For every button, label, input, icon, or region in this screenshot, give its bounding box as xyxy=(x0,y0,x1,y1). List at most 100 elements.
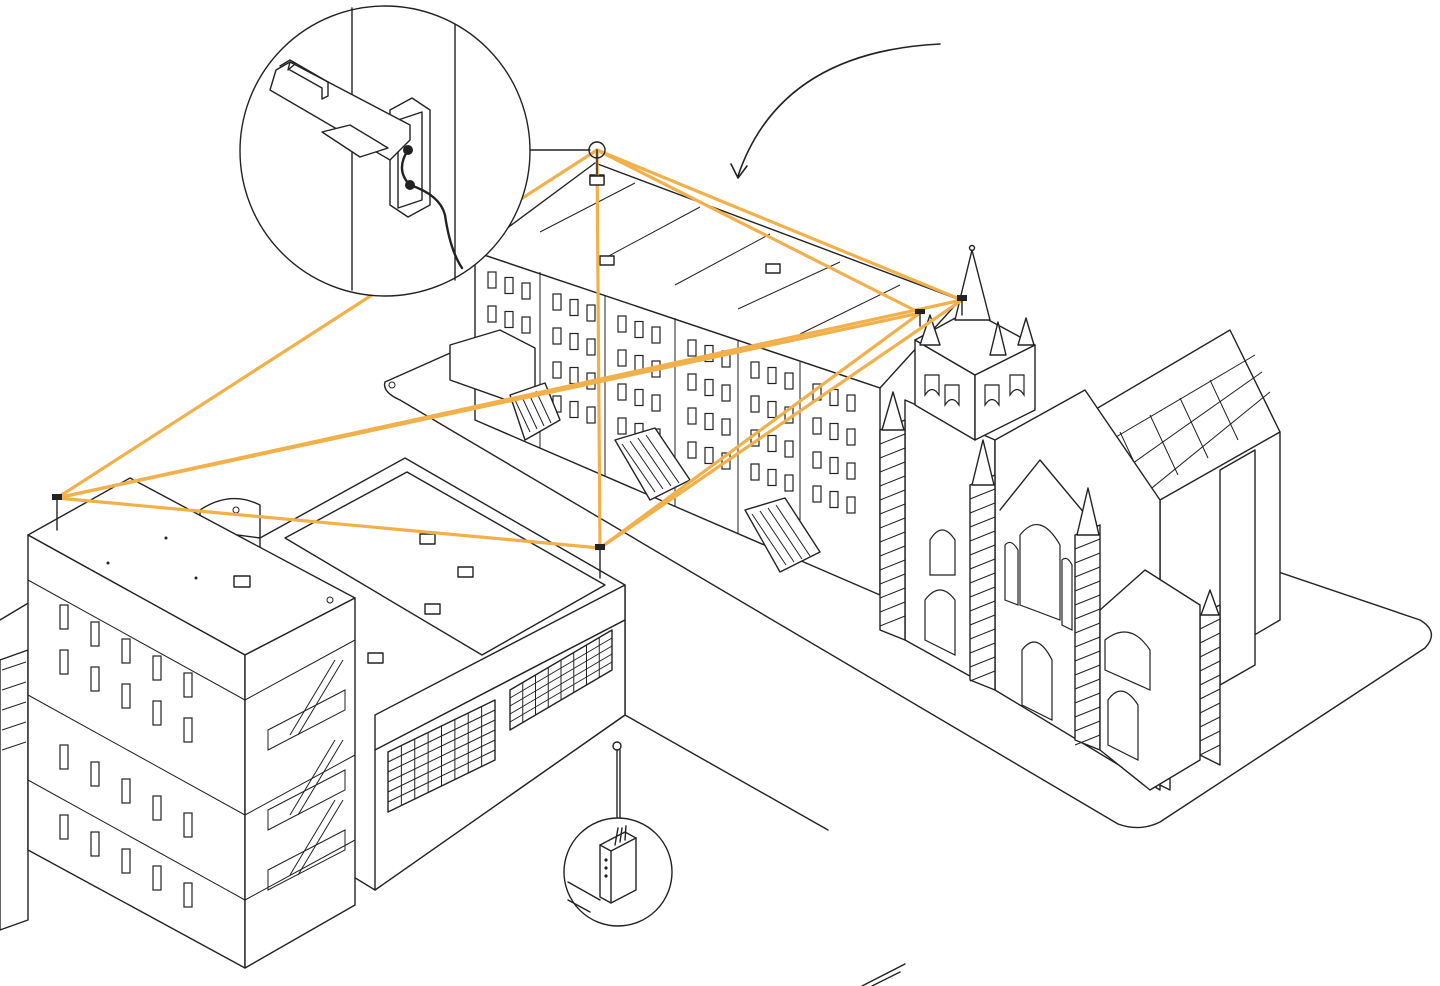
stone-course xyxy=(969,488,996,500)
window xyxy=(617,315,627,333)
stone-course xyxy=(969,558,996,570)
window xyxy=(651,326,661,344)
mesh-node-antenna xyxy=(915,309,925,327)
stone-course xyxy=(1199,632,1221,644)
stone-course xyxy=(1199,660,1221,672)
window xyxy=(183,882,193,908)
window xyxy=(569,400,579,419)
window xyxy=(767,434,777,453)
window xyxy=(90,666,100,692)
stone-course xyxy=(969,544,996,556)
window xyxy=(552,327,562,345)
window xyxy=(846,462,856,480)
stone-course xyxy=(879,573,906,585)
window xyxy=(617,417,627,435)
window xyxy=(750,463,760,481)
stone-course xyxy=(1074,622,1101,634)
mesh-link xyxy=(595,148,964,302)
stone-course xyxy=(879,461,906,473)
mesh-link xyxy=(598,311,922,550)
stone-course xyxy=(879,503,906,515)
stone-course xyxy=(1199,702,1221,714)
window xyxy=(183,672,193,698)
window xyxy=(812,451,822,469)
window xyxy=(829,388,839,407)
stone-course xyxy=(879,517,906,529)
stone-course xyxy=(879,447,906,459)
stone-course xyxy=(879,545,906,557)
roof-antenna-mount-detail xyxy=(239,5,591,297)
window xyxy=(750,395,760,413)
stone-course xyxy=(969,628,996,640)
stone-course xyxy=(1074,608,1101,620)
window xyxy=(552,361,562,379)
window xyxy=(586,406,596,424)
window xyxy=(617,383,627,401)
window xyxy=(90,621,100,647)
stone-course xyxy=(969,586,996,598)
window xyxy=(617,349,627,367)
window xyxy=(569,298,579,317)
window xyxy=(487,305,497,323)
stone-course xyxy=(969,670,996,682)
window-grid xyxy=(509,629,613,731)
window xyxy=(59,649,69,675)
window xyxy=(90,831,100,857)
stone-course xyxy=(1074,594,1101,606)
stone-course xyxy=(1074,720,1101,732)
stone-course xyxy=(969,530,996,542)
window xyxy=(846,428,856,446)
window xyxy=(90,761,100,787)
window xyxy=(121,848,131,874)
window xyxy=(121,778,131,804)
mesh-links xyxy=(55,148,964,550)
stone-course xyxy=(879,531,906,543)
stone-course xyxy=(1199,646,1221,658)
window xyxy=(829,422,839,441)
window xyxy=(750,361,760,379)
stone-course xyxy=(969,572,996,584)
window xyxy=(183,812,193,838)
mesh-link xyxy=(595,148,602,550)
stone-course xyxy=(969,600,996,612)
stone-course xyxy=(1074,734,1101,746)
stone-course xyxy=(1199,716,1221,728)
church xyxy=(879,244,1281,791)
window xyxy=(552,293,562,311)
curved-arrow xyxy=(730,43,941,179)
stone-course xyxy=(1074,678,1101,690)
window xyxy=(812,485,822,503)
window xyxy=(846,394,856,412)
fire-escape xyxy=(267,659,346,891)
window xyxy=(504,310,514,329)
window xyxy=(829,490,839,509)
window xyxy=(634,320,644,339)
router-cable xyxy=(612,741,622,831)
apartment-building xyxy=(0,477,356,969)
window xyxy=(704,378,714,397)
mesh-link xyxy=(595,148,922,315)
stone-course xyxy=(1074,692,1101,704)
stone-course xyxy=(879,433,906,445)
window xyxy=(504,276,514,295)
mesh-node-antenna xyxy=(52,494,62,531)
window xyxy=(586,304,596,322)
window xyxy=(121,638,131,664)
window xyxy=(487,271,497,289)
mesh-nodes xyxy=(52,141,967,831)
stone-course xyxy=(879,559,906,571)
window xyxy=(152,700,162,726)
window xyxy=(721,384,731,402)
window xyxy=(704,446,714,465)
stone-course xyxy=(969,642,996,654)
window xyxy=(784,474,794,492)
stone-course xyxy=(1199,674,1221,686)
window xyxy=(767,366,777,385)
stone-course xyxy=(1074,636,1101,648)
window xyxy=(521,282,531,300)
window xyxy=(521,316,531,334)
stone-course xyxy=(1074,664,1101,676)
stone-course xyxy=(969,502,996,514)
window xyxy=(59,744,69,770)
router-box-detail xyxy=(563,817,673,927)
